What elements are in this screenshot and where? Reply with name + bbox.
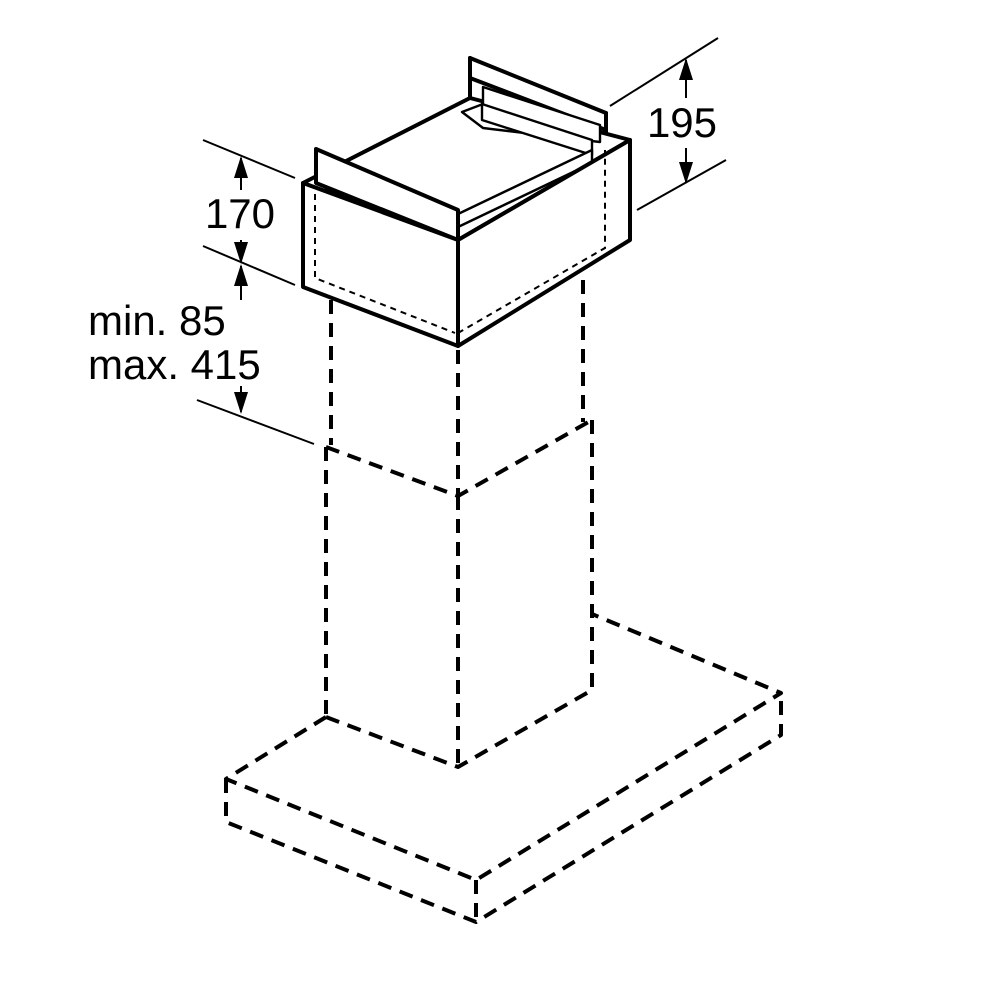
dimension-170: 170 <box>196 139 296 286</box>
lower-chimney-outline <box>324 418 594 769</box>
hood-canopy-outline <box>224 612 783 924</box>
top-bracket <box>301 56 632 348</box>
dimension-195: 195 <box>609 37 727 211</box>
dimension-label-170: 170 <box>205 190 275 237</box>
dimension-range: min. 85 max. 415 <box>86 264 315 445</box>
dimension-label-min: min. 85 <box>88 297 226 344</box>
dimension-label-195: 195 <box>647 99 717 146</box>
dimension-label-max: max. 415 <box>88 341 261 388</box>
upper-chimney-outline <box>329 280 585 494</box>
